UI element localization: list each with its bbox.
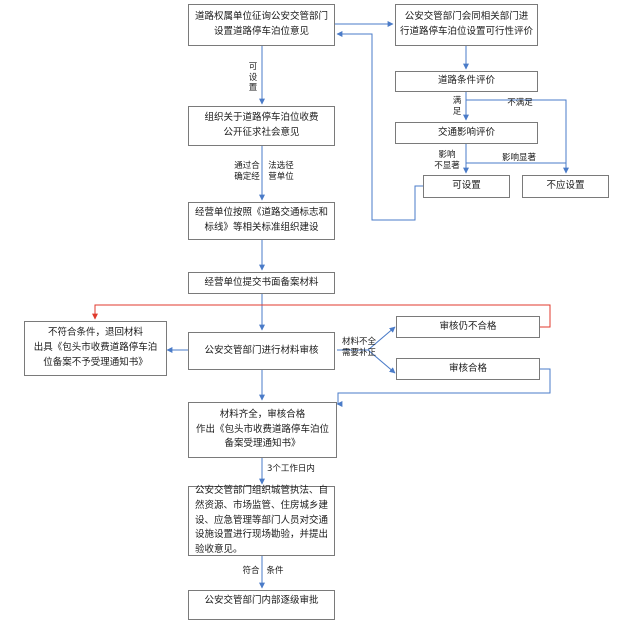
node-road-condition-eval: 道路条件评价 [395, 71, 538, 92]
label-within-days: 3个工作日内 [267, 464, 315, 474]
node-public-opinion: 组织关于道路停车泊位收费 公开征求社会意见 [188, 106, 335, 146]
node-road-owner-consult: 道路权属单位征询公安交管部门 设置道路停车泊位意见 [188, 4, 335, 46]
node-cannot-set: 不应设置 [522, 175, 609, 198]
label-impact-minor: 影响 不显著 [434, 150, 460, 171]
edge-road-eval-to-cannot [466, 99, 569, 174]
label-pass-solicit: 通过合 确定经 [234, 161, 260, 182]
node-internal-review: 公安交管部门内部逐级审批 [188, 590, 335, 620]
node-review-passed: 审核合格 [396, 358, 540, 380]
node-operator-build: 经营单位按照《道路交通标志和 标线》等相关标准组织建设 [188, 202, 335, 240]
node-traffic-impact-eval: 交通影响评价 [395, 122, 538, 144]
node-review-failed: 审核仍不合格 [396, 316, 540, 338]
label-can-set: 可 设 置 [248, 62, 258, 94]
label-satisfied: 满 足 [452, 96, 462, 117]
node-police-feasibility: 公安交管部门会同相关部门进 行道路停车泊位设置可行性评价 [395, 4, 538, 46]
label-conditions: 条件 [266, 566, 284, 576]
node-site-inspection: 公安交管部门组织城管执法、自 然资源、市场监管、住房城乡建 设、应急管理等部门人… [188, 485, 335, 556]
connector-layer [92, 21, 569, 589]
edge-review-to-passed [367, 349, 396, 374]
node-can-set: 可设置 [423, 175, 510, 198]
node-accept-notice: 材料齐全，审核合格 作出《包头市收费道路停车泊位 备案受理通知书》 [188, 402, 337, 458]
node-review-materials: 公安交管部门进行材料审核 [188, 332, 335, 370]
label-legal-operator: 法选径 营单位 [268, 161, 294, 182]
label-meets: 符合 [242, 566, 260, 576]
edge-failed-to-reject [92, 304, 551, 328]
edge-passed-to-accept [336, 368, 551, 407]
label-not-satisfied: 不满足 [507, 98, 533, 108]
edge-can-back-to-consult [336, 31, 430, 221]
label-impact-major: 影响显著 [501, 153, 536, 163]
label-incomplete: 材料不全 需要补正 [341, 337, 376, 358]
node-submit-materials: 经营单位提交书面备案材料 [188, 272, 335, 294]
node-reject-notice: 不符合条件，退回材料 出具《包头市收费道路停车泊 位备案不予受理通知书》 [24, 321, 167, 376]
